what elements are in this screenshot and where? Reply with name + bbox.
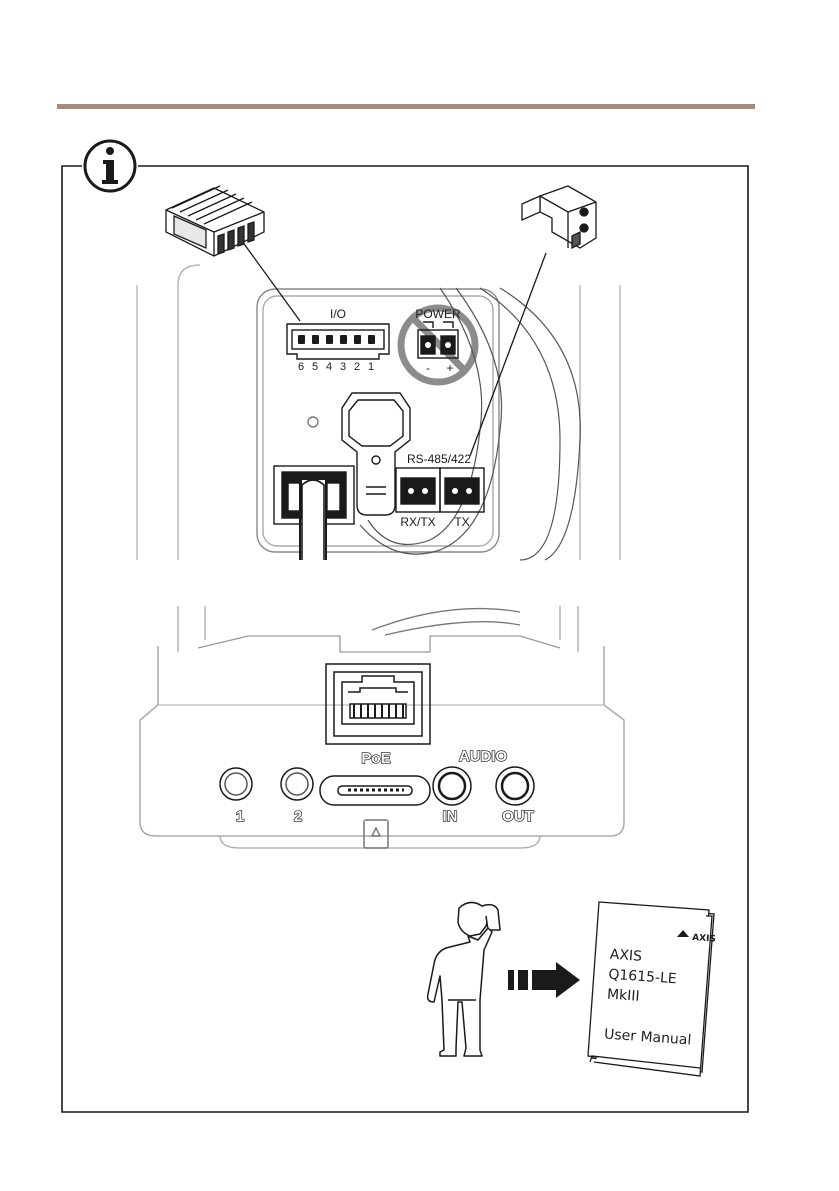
poe-label: PoE [361,750,390,767]
manual-line-1: AXIS [609,947,642,965]
power-plus-label: + [446,361,453,375]
info-icon [85,141,135,191]
port-1-label: 1 [236,808,244,825]
power-minus-label: - [426,361,430,375]
bottom-connector-panel [140,606,624,848]
power-terminal-block [522,186,596,248]
io-pin-1: 1 [368,361,374,373]
sd-card-slot [320,776,430,848]
io-pin-2: 2 [354,361,360,373]
manual-line-3: MkIII [606,987,640,1005]
io-label: I/O [330,307,346,321]
arrow-icon [508,962,580,998]
io-jack-2 [281,768,313,800]
audio-in-label: IN [443,808,458,825]
rs485-ports [396,468,484,512]
poe-port [326,664,430,744]
audio-out-jack [496,767,534,805]
port-2-label: 2 [294,808,302,825]
rxtx-label: RX/TX [400,515,435,529]
audio-in-jack [433,767,471,805]
tx-label: TX [454,515,469,529]
io-pin-3: 3 [340,361,346,373]
audio-label: AUDIO [459,748,508,765]
io-terminal-block [166,186,264,256]
confused-person-icon [428,902,500,1056]
io-pin-6: 6 [298,361,304,373]
rs485-label: RS-485/422 [407,452,471,466]
audio-out-label: OUT [502,808,534,825]
io-pin-4: 4 [326,361,332,373]
io-jack-1 [220,768,252,800]
manual-logo-text: AXIS [692,933,716,945]
power-label: POWER [415,307,461,321]
io-pin-5: 5 [312,361,318,373]
io-pins [298,335,375,344]
